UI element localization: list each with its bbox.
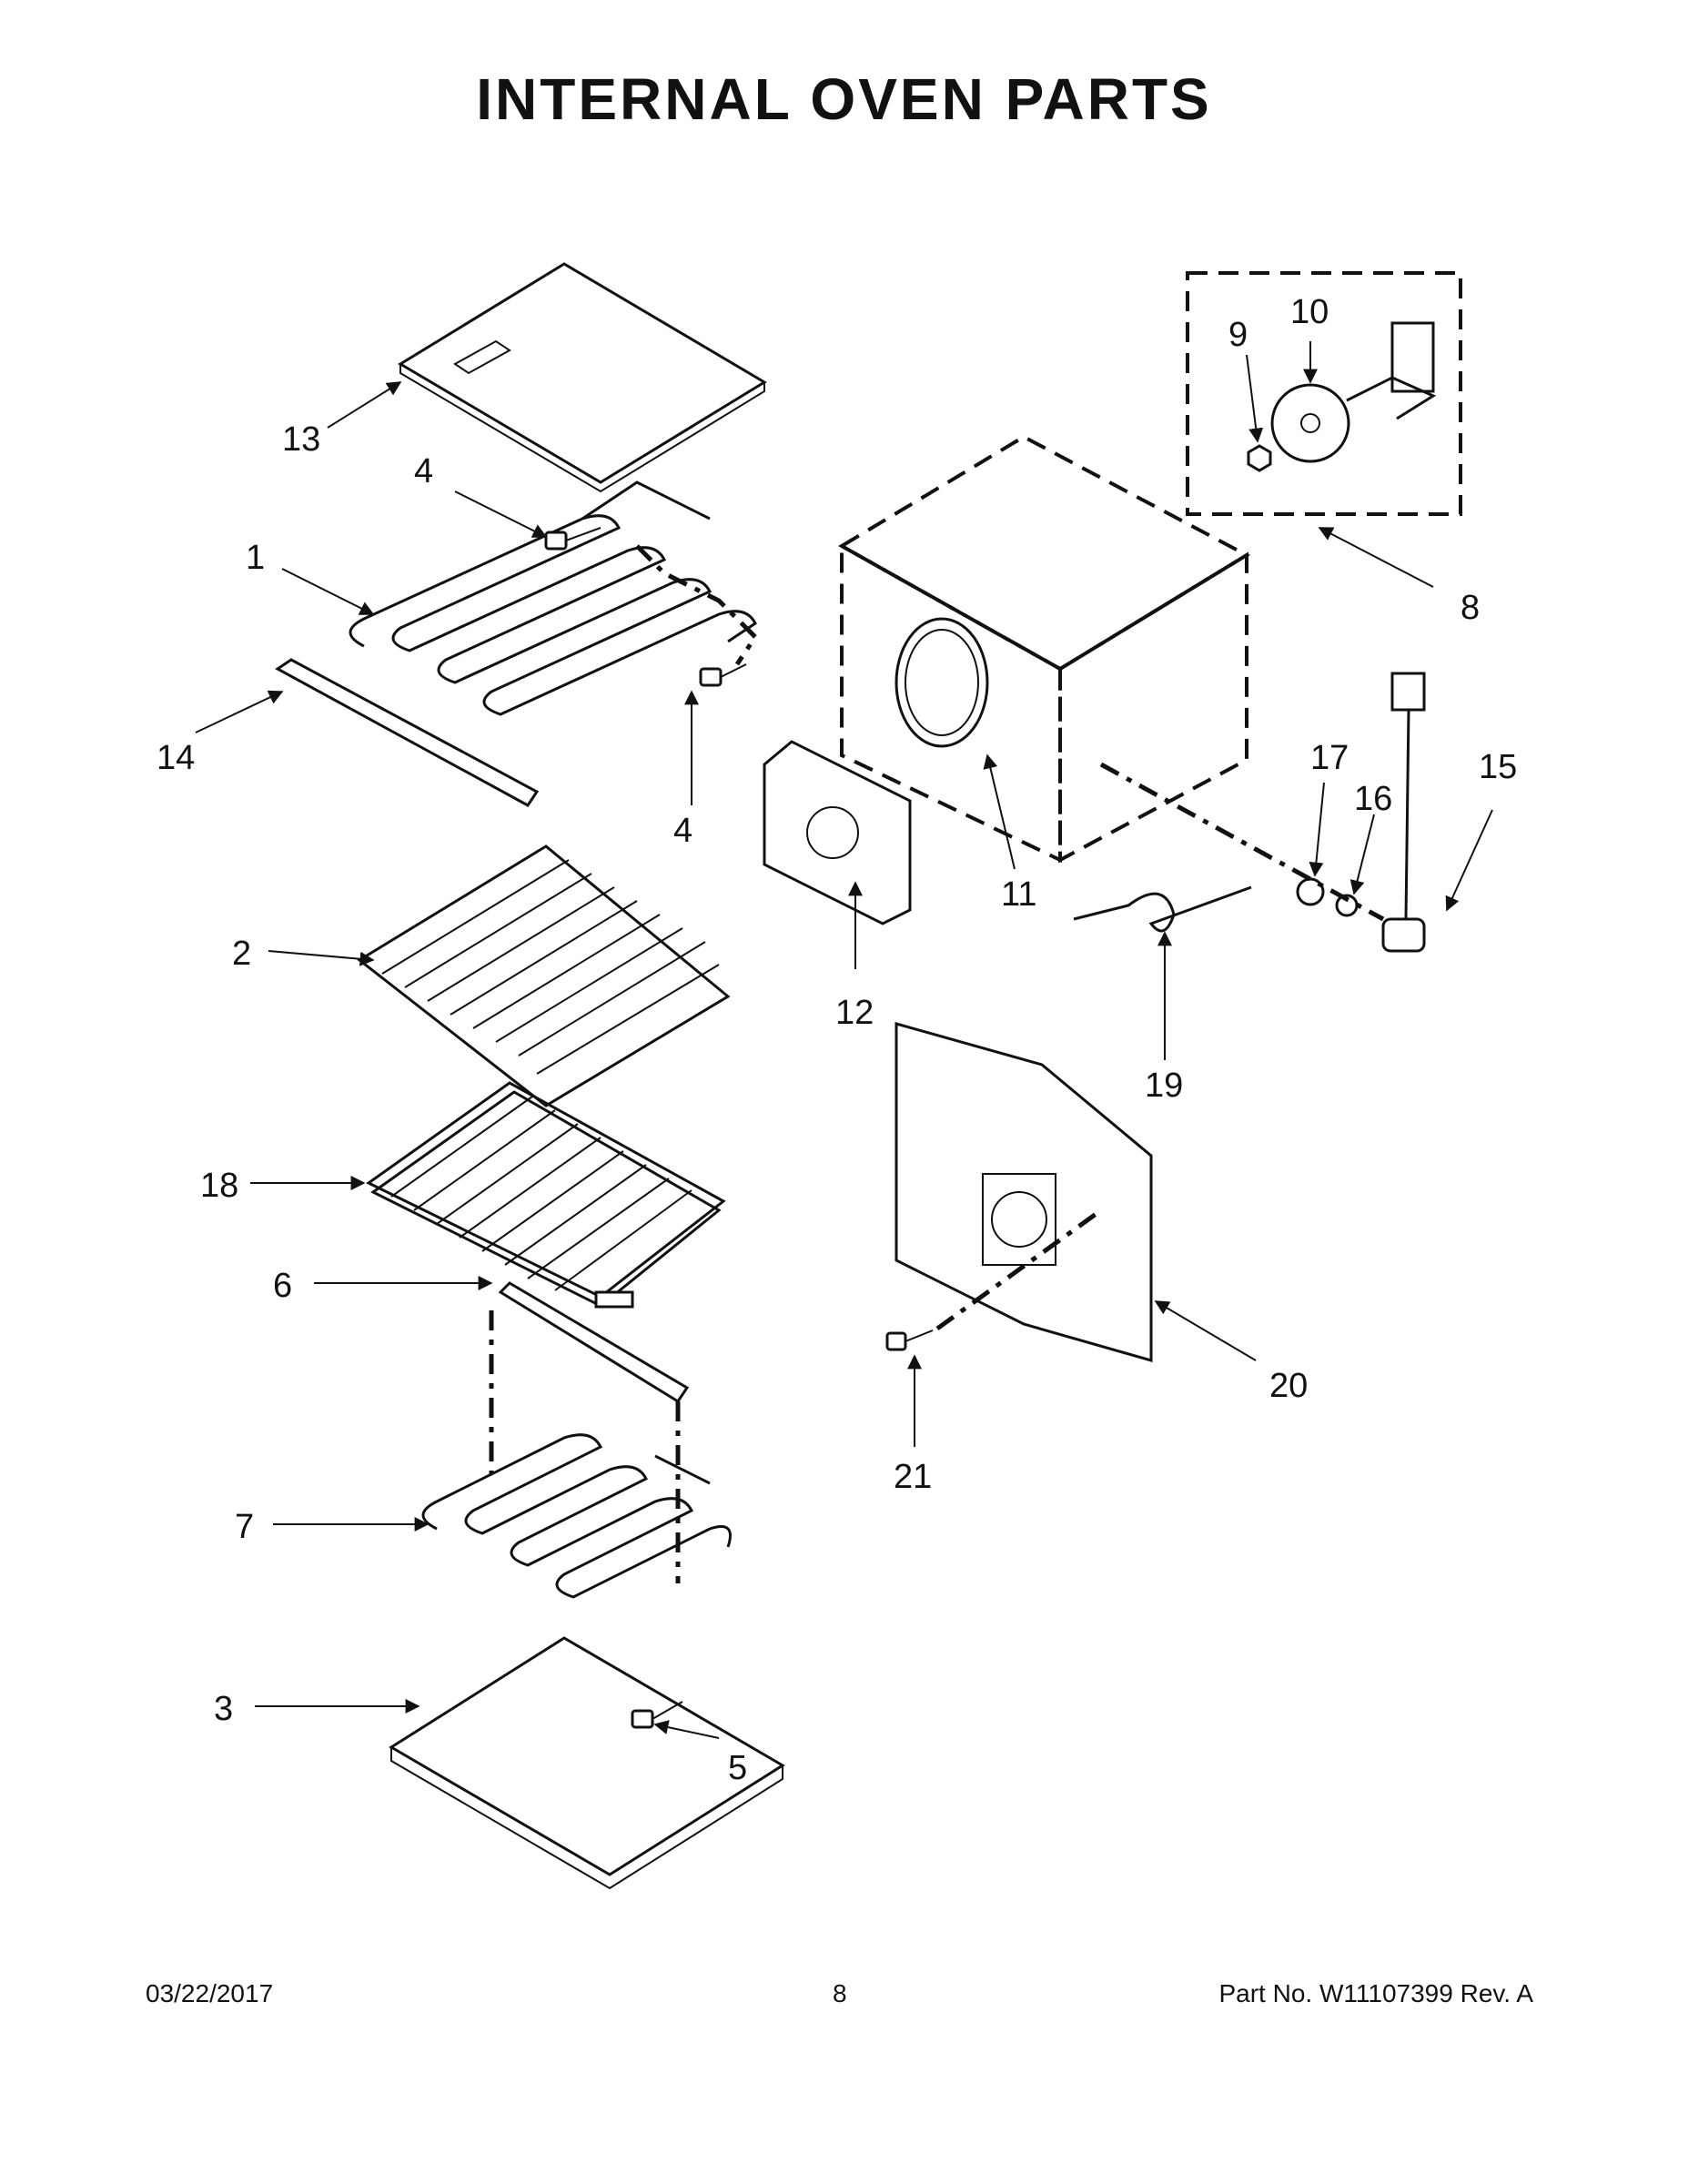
- bottom-panel-part: [389, 1636, 785, 1890]
- page-title: INTERNAL OVEN PARTS: [476, 66, 1212, 132]
- callout-7: 7: [235, 1508, 254, 1546]
- footer-part-number: Part No. W11107399 Rev. A: [1218, 1979, 1533, 2007]
- hinge-assembly-part: [1381, 672, 1426, 953]
- callout-15: 15: [1479, 748, 1517, 786]
- screw-part-bottom: [631, 1701, 683, 1729]
- callout-19: 19: [1145, 1067, 1183, 1105]
- screw-part-21: [885, 1330, 934, 1351]
- wire-leader: [635, 544, 759, 666]
- fan-motor-part: [1346, 321, 1437, 420]
- callout-11: 11: [1001, 875, 1036, 914]
- callout-6: 6: [273, 1267, 292, 1305]
- callout-3: 3: [214, 1690, 233, 1728]
- callout-4: 4: [673, 812, 692, 850]
- footer-date: 03/22/2017: [146, 1979, 274, 2007]
- fan-nut-part: [1247, 444, 1272, 472]
- callout-9: 9: [1228, 316, 1248, 354]
- callout-13: 13: [282, 420, 320, 459]
- callout-4: 4: [414, 452, 433, 490]
- callout-14: 14: [157, 739, 195, 777]
- callout-20: 20: [1269, 1367, 1308, 1405]
- callout-arrows: [195, 341, 1493, 1739]
- fan-blade-part: [1270, 383, 1350, 463]
- top-panel-part: [398, 262, 767, 493]
- bake-element-part: [421, 1433, 732, 1599]
- broil-element-part: [349, 480, 757, 716]
- meat-probe-part: [1073, 885, 1252, 933]
- screw-part-top: [544, 527, 601, 551]
- fan-cover-part: [763, 740, 912, 925]
- callout-8: 8: [1461, 589, 1480, 627]
- callout-17: 17: [1310, 739, 1349, 777]
- oven-rack-part: [357, 844, 731, 1107]
- leader-dash: [935, 1208, 1103, 1331]
- callout-10: 10: [1290, 293, 1329, 331]
- callout-1: 1: [246, 539, 265, 577]
- footer-page-number: 8: [833, 1979, 847, 2007]
- rear-panel-part: [895, 1022, 1153, 1362]
- callout-5: 5: [728, 1749, 747, 1787]
- screw-part-lower: [699, 663, 747, 687]
- bracket-part: [498, 1281, 690, 1404]
- rail-part: [275, 658, 540, 807]
- callout-2: 2: [232, 935, 251, 973]
- fan-motor-assembly-box: [1186, 271, 1462, 516]
- callout-16: 16: [1354, 780, 1392, 818]
- callout-18: 18: [200, 1167, 238, 1205]
- leader-dash: [1099, 762, 1385, 922]
- callout-21: 21: [894, 1458, 932, 1496]
- oven-cavity-part: [838, 434, 1251, 864]
- callout-12: 12: [835, 994, 874, 1032]
- rollout-rack-part: [366, 1081, 726, 1309]
- nut-part-17: [1296, 877, 1325, 906]
